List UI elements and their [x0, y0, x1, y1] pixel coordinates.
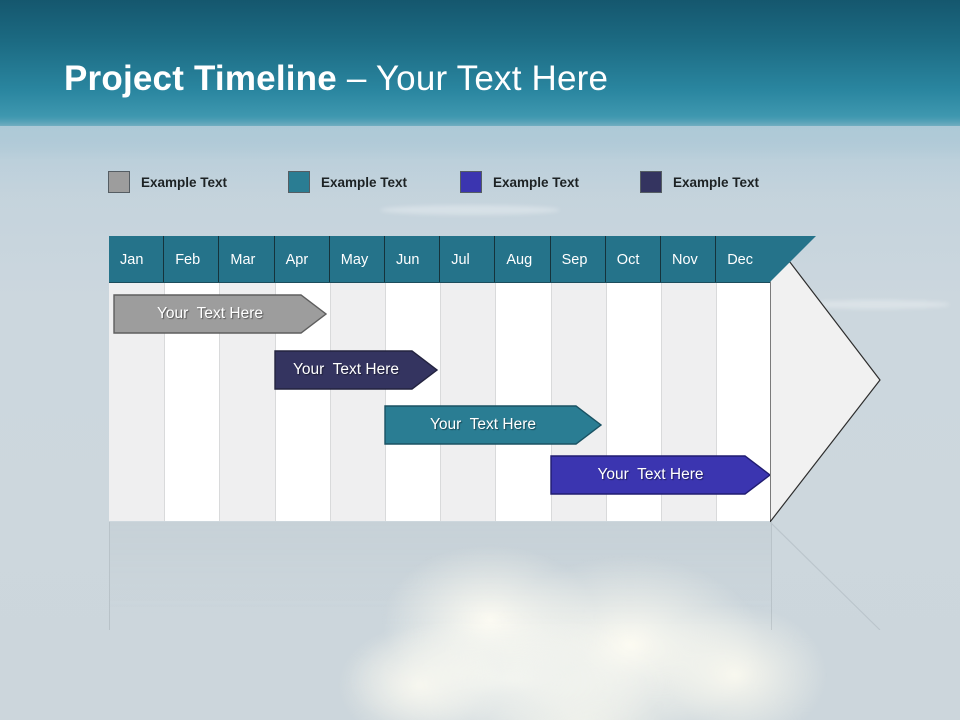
background-wisp-right	[800, 300, 950, 309]
month-header-apr[interactable]: Apr	[274, 236, 330, 283]
legend-item-2[interactable]: Example Text	[288, 166, 407, 198]
legend-label-4: Example Text	[673, 174, 760, 190]
month-header-mar[interactable]: Mar	[219, 236, 275, 283]
legend-swatch-icon-3	[460, 171, 482, 193]
legend-label-1: Example Text	[141, 174, 228, 190]
month-header-nov[interactable]: Nov	[661, 236, 717, 283]
timeline-column-jul	[440, 236, 496, 521]
legend-swatch-icon-4	[640, 171, 662, 193]
task-bar-4[interactable]: Your Text Here	[550, 455, 771, 495]
task-bar-shape-4	[550, 455, 771, 495]
timeline-reflection	[109, 522, 882, 632]
legend-item-1[interactable]: Example Text	[108, 166, 227, 198]
legend-item-4[interactable]: Example Text	[640, 166, 759, 198]
month-header-aug[interactable]: Aug	[495, 236, 551, 283]
task-bar-1[interactable]: Your Text Here	[113, 294, 327, 334]
page-title-strong: Project Timeline	[64, 59, 337, 98]
task-bar-shape-1	[113, 294, 327, 334]
month-header-jan[interactable]: Jan	[109, 236, 165, 283]
column-divider-9	[605, 283, 607, 521]
legend-label-3: Example Text	[493, 174, 580, 190]
timeline-column-jan	[109, 236, 165, 521]
timeline-column-mar	[219, 236, 275, 521]
column-divider-10	[661, 283, 662, 521]
timeline-arrow-head	[770, 236, 882, 522]
month-header-jul[interactable]: Jul	[440, 236, 496, 283]
column-divider-8	[550, 283, 552, 521]
header-underline	[109, 282, 771, 283]
column-divider-7	[495, 283, 497, 521]
title-band	[0, 0, 960, 126]
legend-swatch-icon-1	[108, 171, 130, 193]
month-header-sep[interactable]: Sep	[550, 236, 606, 283]
month-header-feb[interactable]: Feb	[164, 236, 220, 283]
legend-label-2: Example Text	[321, 174, 408, 190]
column-divider-1	[164, 283, 166, 521]
legend: Example Text Example Text Example Text Exam…	[108, 166, 828, 198]
column-divider-4	[329, 283, 331, 521]
background-wisp-left	[380, 205, 560, 215]
task-bar-3[interactable]: Your Text Here	[384, 405, 602, 445]
month-header-oct[interactable]: Oct	[605, 236, 661, 283]
column-divider-2	[219, 283, 221, 521]
legend-swatch-icon-2	[288, 171, 310, 193]
column-divider-6	[440, 283, 442, 521]
background-cloud-secondary	[250, 560, 770, 720]
timeline-column-feb	[164, 236, 220, 521]
column-divider-11	[716, 283, 718, 521]
task-bar-shape-3	[384, 405, 602, 445]
month-header-may[interactable]: May	[329, 236, 385, 283]
timeline-column-aug	[495, 236, 551, 521]
column-divider-3	[274, 283, 276, 521]
task-bar-2[interactable]: Your Text Here	[274, 350, 438, 390]
task-bar-shape-2	[274, 350, 438, 390]
month-header-jun[interactable]: Jun	[385, 236, 441, 283]
page-title-rest: – Your Text Here	[336, 59, 609, 98]
month-header-dec[interactable]: Dec	[716, 236, 772, 283]
page-title: Project Timeline – Your Text Here	[64, 59, 608, 99]
legend-item-3[interactable]: Example Text	[460, 166, 579, 198]
column-divider-5	[385, 283, 386, 521]
